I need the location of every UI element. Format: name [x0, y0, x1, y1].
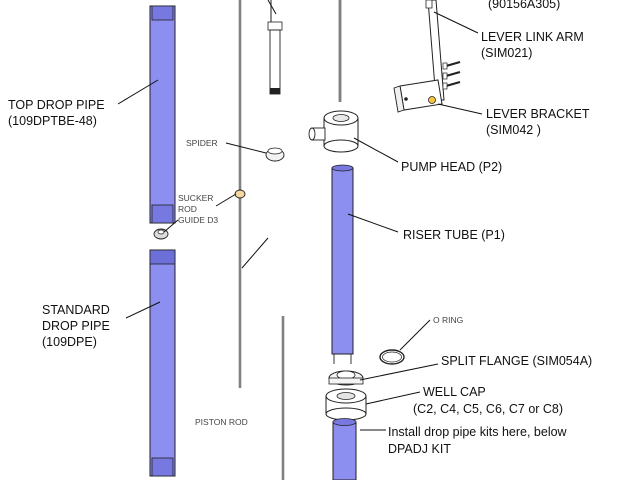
label-riser-tube: RISER TUBE (P1) [403, 228, 505, 242]
label-well-cap: WELL CAP [423, 385, 486, 399]
label-spider: SPIDER [186, 138, 218, 148]
top-drop-pipe-thread [151, 5, 174, 21]
top-drop-pipe-body [149, 5, 176, 224]
standard-drop-pipe [149, 249, 176, 477]
label-pump-head: PUMP HEAD (P2) [401, 160, 502, 174]
label-install-note-1: Install drop pipe kits here, below [388, 425, 568, 439]
top-drop-pipe [149, 5, 176, 224]
o-ring-part [379, 349, 405, 365]
lever-link-arm [425, 0, 445, 101]
label-piston-rod: PISTON ROD [195, 417, 248, 427]
label-sucker-rod-guide-2: ROD [178, 204, 197, 214]
spider-part [265, 147, 285, 162]
plunger-top [267, 21, 283, 31]
lever-bracket [393, 79, 443, 113]
upper-rod-assembly [238, 0, 283, 388]
label-standard-drop-pipe-2: DROP PIPE [42, 319, 110, 333]
standard-drop-pipe-collar [149, 249, 176, 265]
label-lever-bracket-part: (SIM042 ) [486, 123, 541, 137]
label-well-cap-models: (C2, C4, C5, C6, C7 or C8) [413, 402, 563, 416]
label-top-partial: (90156A305) [488, 0, 560, 11]
label-install-note-2: DPADJ KIT [388, 442, 451, 456]
bolt-set [442, 60, 461, 90]
plunger-body [269, 29, 281, 95]
pump-head [308, 110, 359, 153]
standard-drop-pipe-thread [151, 457, 174, 477]
label-sucker-rod-guide-3: GUIDE D3 [178, 215, 218, 225]
label-standard-drop-pipe-part: (109DPE) [42, 335, 97, 349]
well-cap-part [325, 388, 367, 421]
lower-drop-pipe [332, 418, 357, 480]
standard-drop-pipe-body [149, 249, 176, 477]
label-lever-bracket: LEVER BRACKET [486, 107, 590, 121]
label-o-ring: O RING [433, 315, 463, 325]
riser-tube [331, 164, 354, 364]
split-flange-part [328, 370, 364, 386]
label-top-drop-pipe: TOP DROP PIPE [8, 98, 105, 112]
labels: (90156A305) LEVER LINK ARM (SIM021) LEVE… [8, 0, 592, 456]
sucker-rod-guide [234, 189, 246, 199]
label-lever-link-arm: LEVER LINK ARM [481, 30, 584, 44]
label-top-drop-pipe-part: (109DPTBE-48) [8, 114, 97, 128]
leader-lines [117, 0, 483, 431]
label-lever-link-arm-part: (SIM021) [481, 46, 532, 60]
label-sucker-rod-guide-1: SUCKER [178, 193, 213, 203]
top-drop-pipe-thread-bottom [151, 204, 174, 224]
label-standard-drop-pipe-1: STANDARD [42, 303, 110, 317]
label-split-flange: SPLIT FLANGE (SIM054A) [441, 354, 592, 368]
